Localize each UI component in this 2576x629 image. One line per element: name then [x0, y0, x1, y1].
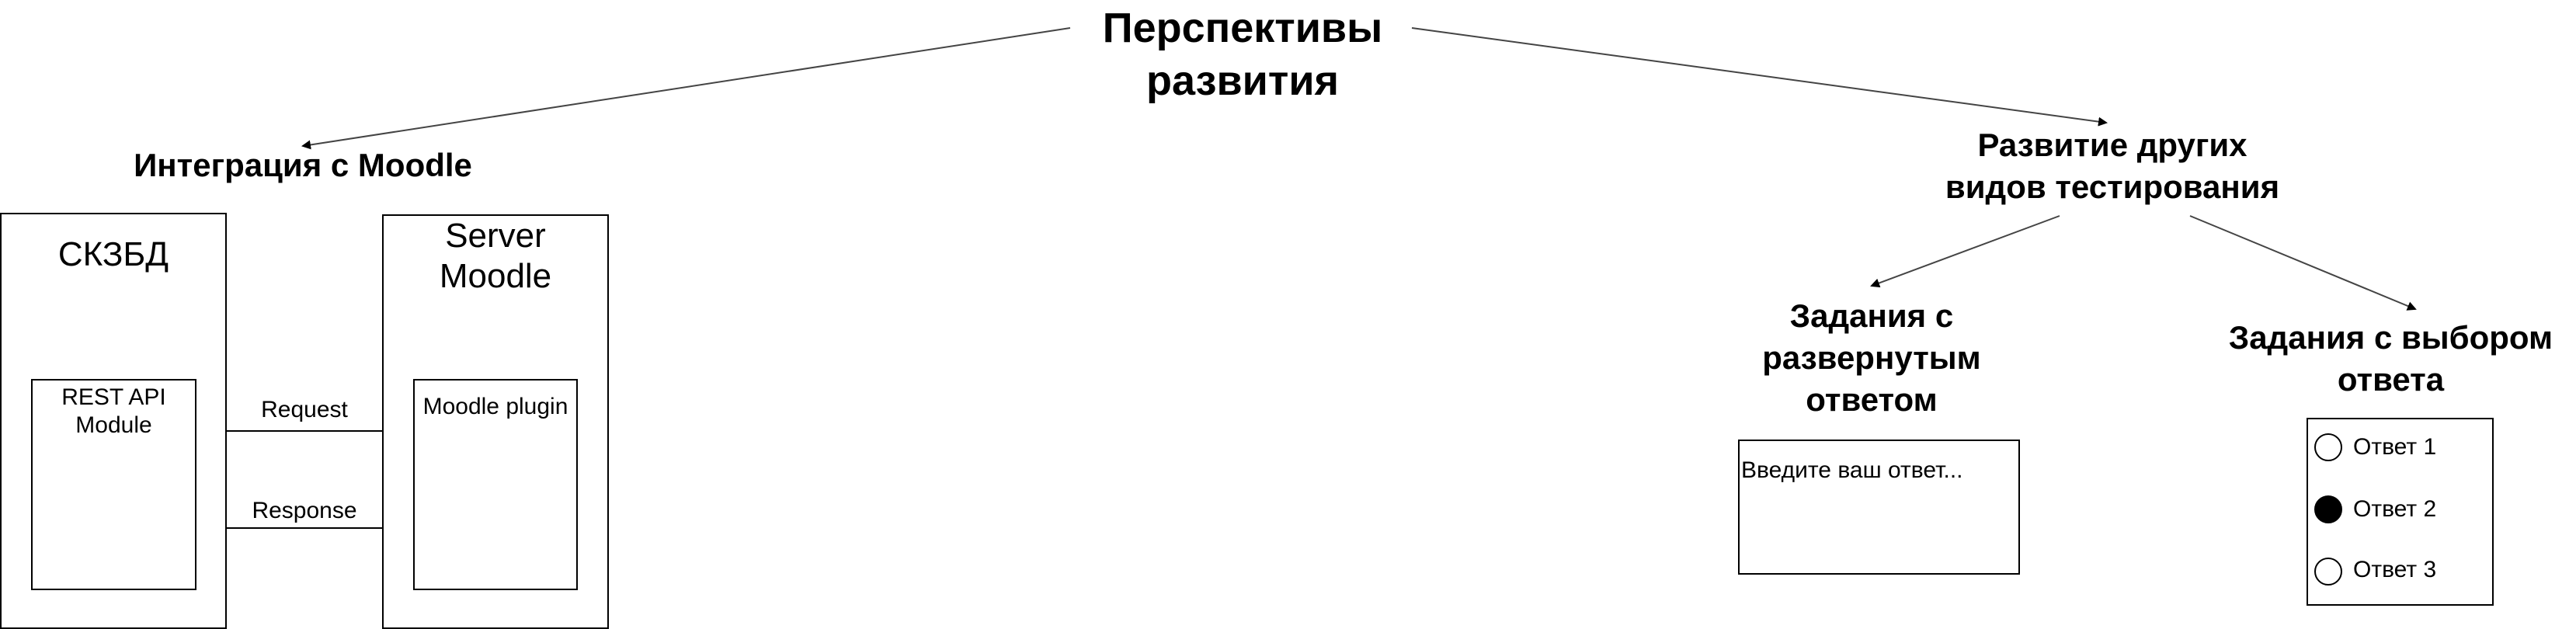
- open-answer-title-line3: ответом: [1806, 381, 1938, 418]
- root-title: Перспективы развития: [1041, 2, 1444, 107]
- moodle-plugin-label: Moodle plugin: [422, 394, 568, 419]
- choice-title-line1: Задания с выбором: [2228, 319, 2553, 356]
- response-label: Response: [252, 498, 357, 523]
- server-moodle-line2: Moodle: [439, 257, 552, 295]
- root-title-line2: развития: [1145, 57, 1340, 104]
- request-label: Request: [261, 397, 348, 422]
- radio-option-1-label: Ответ 1: [2353, 434, 2437, 460]
- testing-title: Развитие других видов тестирования: [1895, 124, 2330, 208]
- choice-title-line2: ответа: [2337, 361, 2445, 398]
- radio-option-2-label: Ответ 2: [2353, 496, 2437, 522]
- radio-option-3[interactable]: [2314, 558, 2342, 586]
- server-moodle-title: Server Moodle: [384, 216, 607, 297]
- rest-api-module-label: REST API Module: [33, 384, 195, 440]
- arrow-testing-to-choice: [2189, 215, 2417, 311]
- arrow-testing-to-open-answer: [1870, 215, 2060, 288]
- radio-option-2[interactable]: [2314, 495, 2342, 523]
- arrow-root-to-integration: [301, 27, 1071, 150]
- open-answer-input[interactable]: Введите ваш ответ...: [1738, 440, 2020, 575]
- radio-option-3-label: Ответ 3: [2353, 557, 2437, 582]
- skzbd-title: СКЗБД: [57, 235, 169, 273]
- rest-api-line1: REST API: [61, 384, 166, 410]
- open-answer-title-line1: Задания с: [1789, 297, 1954, 334]
- root-title-line1: Перспективы: [1102, 5, 1383, 51]
- integration-title: Интеграция с Moodle: [134, 147, 472, 183]
- choice-title: Задания с выбором ответа: [2206, 317, 2576, 401]
- open-answer-title-line2: развернутым: [1762, 339, 1981, 376]
- testing-title-line1: Развитие других: [1977, 127, 2247, 163]
- arrow-root-to-testing: [1411, 27, 2108, 127]
- moodle-plugin-box: Moodle plugin: [413, 379, 578, 590]
- open-answer-placeholder: Введите ваш ответ...: [1741, 457, 1963, 483]
- server-moodle-line1: Server: [445, 217, 546, 255]
- testing-title-line2: видов тестирования: [1945, 169, 2280, 205]
- radio-option-1[interactable]: [2314, 433, 2342, 461]
- rest-api-line2: Module: [75, 412, 152, 438]
- open-answer-title: Задания с развернутым ответом: [1709, 295, 2035, 421]
- rest-api-module-box: REST API Module: [31, 379, 196, 590]
